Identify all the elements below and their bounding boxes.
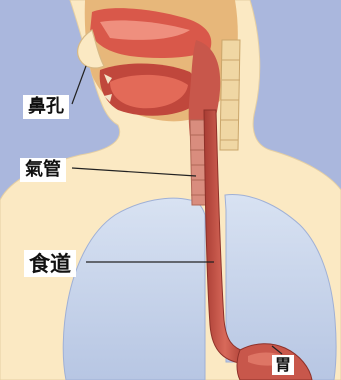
esophagus-label: 食道 [24, 250, 76, 277]
trachea [190, 120, 206, 205]
nostril-label: 鼻孔 [23, 95, 69, 119]
spine [220, 40, 240, 150]
stomach-label: 胃 [272, 355, 294, 375]
trachea-label: 氣管 [20, 158, 66, 182]
